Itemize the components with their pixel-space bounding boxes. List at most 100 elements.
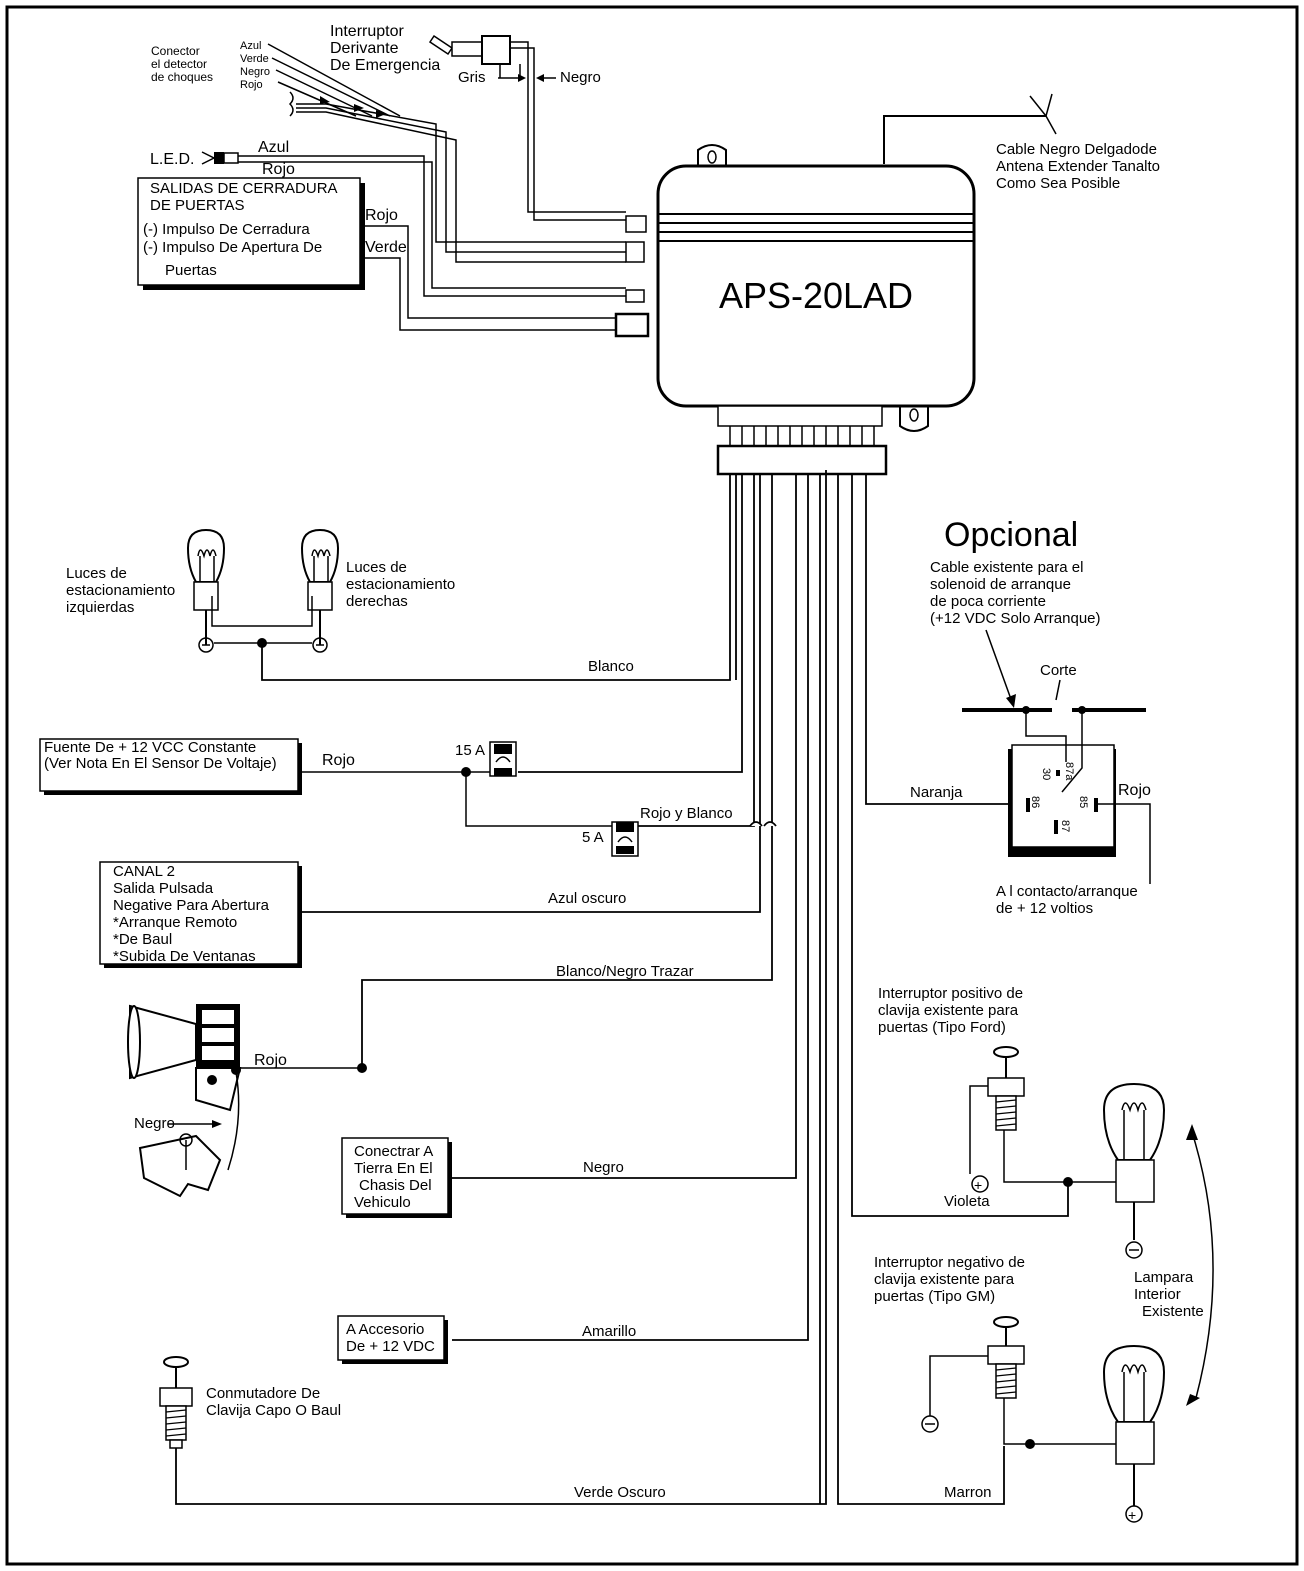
fuse-15a-holder	[489, 741, 517, 777]
door-lock-title-2: DE PUERTAS	[150, 197, 244, 214]
optional-desc-1: Cable existente para el	[930, 559, 1083, 576]
led-label: L.E.D.	[150, 151, 194, 168]
shock-wire-red: Rojo	[240, 79, 263, 91]
wire-dark-green: Verde Oscuro	[574, 1484, 666, 1501]
pos-pin-label-3: puertas (Tipo Ford)	[878, 1019, 1006, 1036]
valet-label-1: Interruptor	[330, 23, 404, 40]
relay-pin-87: 87	[1059, 820, 1071, 832]
led: L.E.D. Azul Rojo	[150, 139, 626, 297]
optional-desc-4: (+12 VDC Solo Arranque)	[930, 610, 1101, 627]
door-lock-line-4: (-) Impulso De Apertura De	[143, 239, 322, 256]
parking-lights: Luces de estacionamiento izquierdas Luce…	[66, 528, 634, 675]
left-lights-label-1: Luces de	[66, 565, 127, 582]
lamp-label-2: Interior	[1134, 1286, 1181, 1303]
ground-line-4: Vehiculo	[354, 1194, 411, 1211]
neg-pin-label-2: clavija existente para	[874, 1271, 1015, 1288]
fuse-5a: 5 A	[582, 829, 604, 846]
ignition-label-1: A l contacto/arranque	[996, 883, 1138, 900]
hood-pin-switch: Conmutadore De Clavija Capo O Baul Verde…	[159, 1356, 666, 1501]
module-name: APS-20LAD	[719, 275, 913, 316]
right-parking-bulb	[300, 528, 340, 653]
lamp-label-1: Lampara	[1134, 1269, 1194, 1286]
optional-desc-3: de poca corriente	[930, 593, 1046, 610]
wire-orange: Naranja	[910, 784, 963, 801]
left-lights-label-3: izquierdas	[66, 599, 134, 616]
valet-wire-black: Negro	[560, 69, 601, 86]
shock-label-3: de choques	[151, 70, 213, 84]
antenna: Cable Negro Delgadode Antena Extender Ta…	[883, 93, 1160, 192]
wire-dark-blue: Azul oscuro	[548, 890, 626, 907]
cut-label: Corte	[1040, 662, 1077, 679]
power-box-line-2: (Ver Nota En El Sensor De Voltaje)	[44, 755, 277, 772]
shock-sensor-connector: Conector el detector de choques Azul Ver…	[151, 40, 626, 263]
harness-wires	[175, 470, 1069, 1505]
wire-brown: Marron	[944, 1484, 992, 1501]
shock-wire-black: Negro	[240, 66, 270, 78]
relay-pin-30: 30	[1040, 768, 1052, 780]
siren-wire-black: Negro	[134, 1115, 175, 1132]
valet-label-2: Derivante	[330, 40, 399, 57]
hood-pin-label-2: Clavija Capo O Baul	[206, 1402, 341, 1419]
ch2-line-4: *Arranque Remoto	[113, 914, 237, 931]
right-lights-label-2: estacionamiento	[346, 576, 455, 593]
wire-white-black-trace: Blanco/Negro Trazar	[556, 963, 694, 980]
accessory-12v: A Accesorio De + 12 VDC Amarillo	[337, 1315, 636, 1364]
pos-pin-label-1: Interruptor positivo de	[878, 985, 1023, 1002]
dome-light-top	[1102, 1082, 1166, 1259]
ground-line-1: Conectrar A	[354, 1143, 433, 1160]
shock-wire-blue: Azul	[240, 40, 261, 52]
channel-2-output: CANAL 2 Salida Pulsada Negative Para Abe…	[99, 861, 626, 968]
relay-pin-85: 85	[1077, 796, 1089, 808]
optional-desc-2: solenoid de arranque	[930, 576, 1071, 593]
led-wire-blue: Azul	[258, 139, 289, 156]
neg-pin-label-1: Interruptor negativo de	[874, 1254, 1025, 1271]
antenna-label-1: Cable Negro Delgadode	[996, 141, 1157, 158]
antenna-label-3: Como Sea Posible	[996, 175, 1120, 192]
relay-wire-red: Rojo	[1118, 782, 1151, 799]
siren: Blanco/Negro Trazar Rojo Negro	[127, 963, 694, 1198]
ground-line-3: Chasis Del	[359, 1177, 432, 1194]
shock-label-1: Conector	[151, 44, 200, 58]
door-pin-positive: Interruptor positivo de clavija existent…	[878, 985, 1116, 1210]
relay-pin-87a: 87a	[1063, 762, 1075, 781]
siren-wire-red: Rojo	[254, 1052, 287, 1069]
left-parking-bulb	[186, 528, 226, 653]
dome-light-bottom: +	[1102, 1344, 1166, 1523]
positive-symbol: +	[974, 1177, 982, 1193]
wire-yellow: Amarillo	[582, 1323, 636, 1340]
lamp-label: Lampara Interior Existente	[1134, 1124, 1214, 1406]
door-lock-wire-red: Rojo	[365, 207, 398, 224]
fuse-15a: 15 A	[455, 742, 485, 759]
door-pin-negative: Interruptor negativo de clavija existent…	[874, 1254, 1116, 1501]
wire-red-white: Rojo y Blanco	[640, 805, 733, 822]
fuse-5a-holder	[611, 821, 639, 857]
neg-pin-label-3: puertas (Tipo GM)	[874, 1288, 995, 1305]
hood-pin-label-1: Conmutadore De	[206, 1385, 320, 1402]
relay-pin-86: 86	[1029, 796, 1041, 808]
ch2-line-5: *De Baul	[113, 931, 172, 948]
ch2-line-2: Salida Pulsada	[113, 880, 214, 897]
door-lock-outputs: SALIDAS DE CERRADURA DE PUERTAS (-) Impu…	[137, 177, 616, 331]
pos-pin-label-2: clavija existente para	[878, 1002, 1019, 1019]
frame	[5, 5, 1299, 1566]
optional-starter-kill: Opcional Cable existente para el solenoi…	[910, 516, 1151, 917]
ch2-line-6: *Subida De Ventanas	[113, 948, 256, 965]
wire-white: Blanco	[588, 658, 634, 675]
lamp-label-3: Existente	[1142, 1303, 1204, 1320]
valet-switch: Interruptor Derivante De Emergencia Gris…	[330, 23, 626, 221]
constant-power: Fuente De + 12 VCC Constante (Ver Nota E…	[39, 738, 733, 846]
antenna-label-2: Antena Extender Tanalto	[996, 158, 1160, 175]
positive-symbol-2: +	[1128, 1507, 1136, 1523]
right-lights-label-1: Luces de	[346, 559, 407, 576]
shock-wire-green: Verde	[240, 53, 269, 65]
ch2-line-3: Negative Para Abertura	[113, 897, 270, 914]
chassis-ground: Conectrar A Tierra En El Chasis Del Vehi…	[341, 1137, 624, 1218]
ground-line-2: Tierra En El	[354, 1160, 433, 1177]
accessory-line-1: A Accesorio	[346, 1321, 424, 1338]
left-lights-label-2: estacionamiento	[66, 582, 175, 599]
led-wire-red: Rojo	[262, 161, 295, 178]
ignition-label-2: de + 12 voltios	[996, 900, 1093, 917]
wire-black-ground: Negro	[583, 1159, 624, 1176]
valet-label-3: De Emergencia	[330, 57, 440, 74]
